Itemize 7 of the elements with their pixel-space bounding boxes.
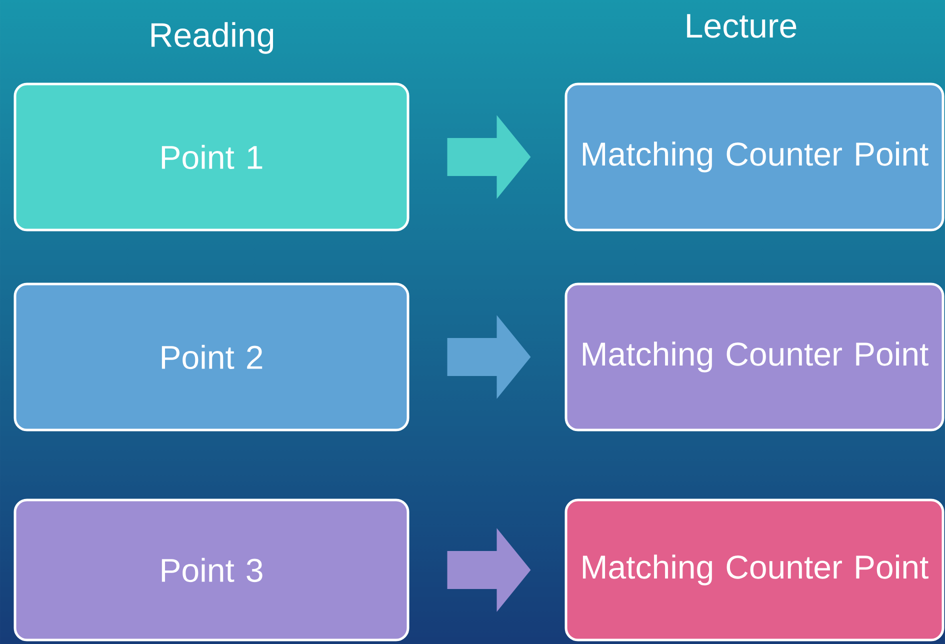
process-box: Matching Counter Point xyxy=(564,498,944,642)
process-box: Point 3 xyxy=(14,498,410,642)
process-box: Matching Counter Point xyxy=(564,282,944,432)
process-box: Point 2 xyxy=(14,282,410,432)
process-box: Matching Counter Point xyxy=(564,82,944,232)
column-heading: Lecture xyxy=(687,14,796,38)
process-box: Point 1 xyxy=(14,82,410,232)
